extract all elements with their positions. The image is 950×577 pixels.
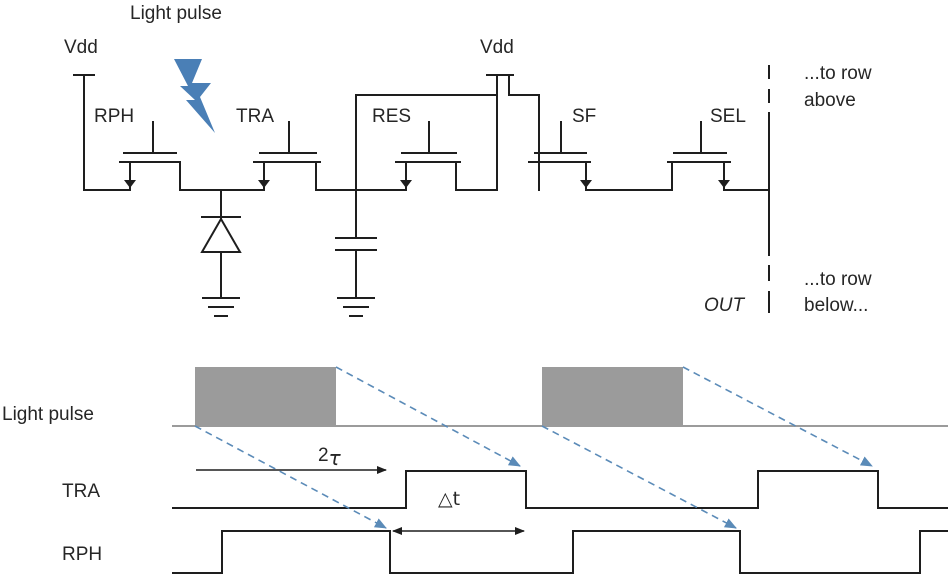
vdd-right-label: Vdd <box>480 37 514 58</box>
timing-rph-label: RPH <box>62 544 102 565</box>
vdd-right-rail <box>486 74 540 191</box>
tra-transistor <box>253 121 321 191</box>
row-below-line1: ...to row <box>804 269 872 290</box>
timing-tra-label: TRA <box>62 481 100 502</box>
delay-arrow-rph-2 <box>541 425 737 529</box>
tra-transistor-label: TRA <box>236 106 274 127</box>
sf-transistor <box>528 121 673 191</box>
photodiode <box>179 189 265 317</box>
rph-transistor <box>73 74 181 191</box>
delay-arrow-tra-2 <box>682 366 873 467</box>
timing-light-pulse-label: Light pulse <box>2 404 94 425</box>
light-pulse-title: Light pulse <box>130 3 222 24</box>
delta-t-label: △t <box>438 488 460 510</box>
two-tau-label: 2τ <box>318 445 342 470</box>
floating-diffusion <box>315 94 498 317</box>
light-pulse-1 <box>195 367 336 426</box>
res-transistor <box>395 121 498 191</box>
row-above-line2: above <box>804 90 856 111</box>
row-below-line2: below... <box>804 295 868 316</box>
row-above-line1: ...to row <box>804 63 872 84</box>
circuit: Light pulse Vdd Vdd RPH TRA RES SF SEL .… <box>64 3 872 317</box>
light-pulse-2 <box>542 367 683 426</box>
out-label: OUT <box>704 295 746 316</box>
lightning-icon <box>174 59 215 133</box>
vdd-left-label: Vdd <box>64 37 98 58</box>
rph-waveform <box>172 530 948 574</box>
timing-diagram: Light pulse TRA RPH 2τ △t <box>2 366 948 574</box>
sel-transistor-label: SEL <box>710 106 746 127</box>
delay-arrow-tra-1 <box>335 366 521 467</box>
rph-transistor-label: RPH <box>94 106 134 127</box>
res-transistor-label: RES <box>372 106 411 127</box>
sf-transistor-label: SF <box>572 106 596 127</box>
delay-arrow-rph-1 <box>194 425 387 529</box>
sel-transistor <box>667 121 770 191</box>
tra-waveform <box>172 470 948 509</box>
